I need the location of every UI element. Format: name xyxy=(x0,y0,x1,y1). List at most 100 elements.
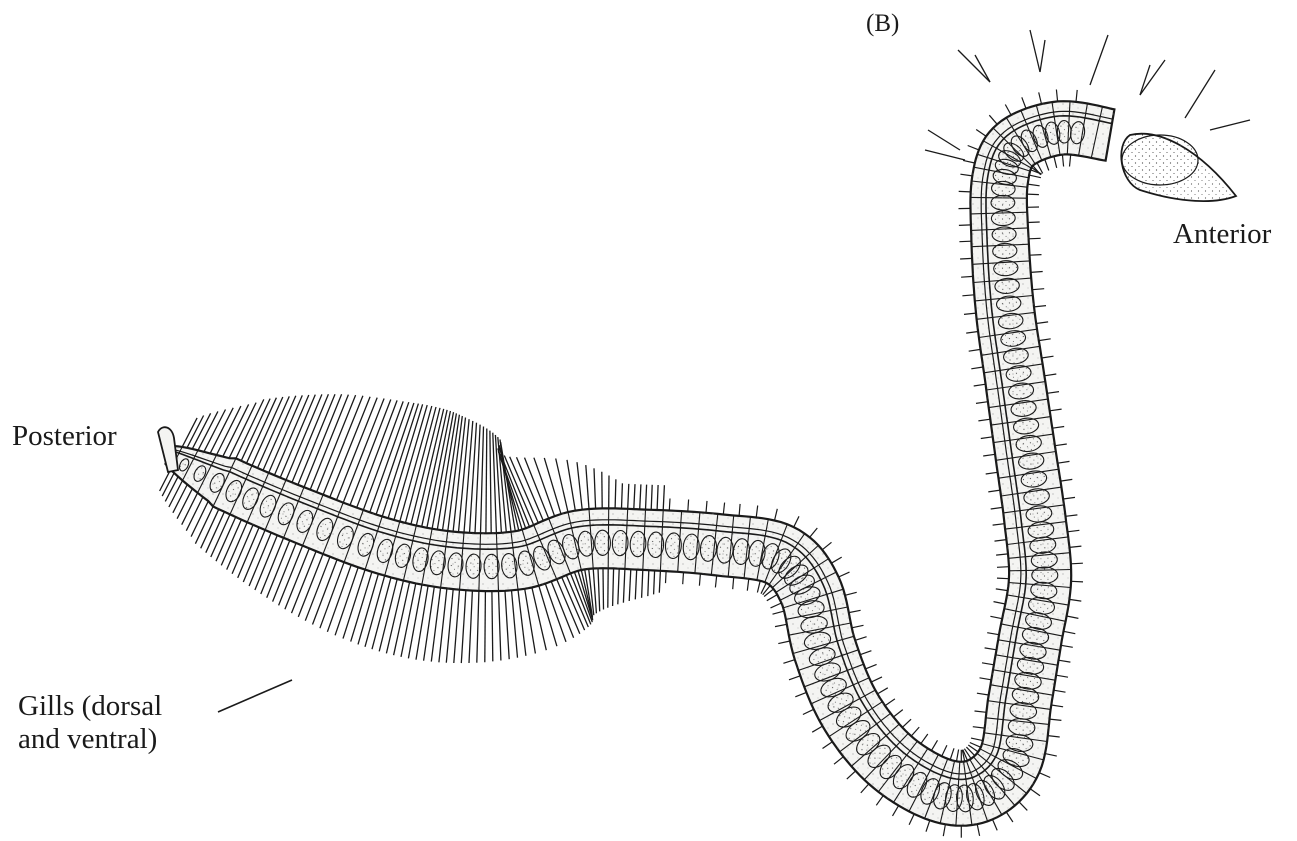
seta xyxy=(1032,289,1044,290)
seta xyxy=(823,742,833,749)
seta xyxy=(960,174,972,176)
ventral-gill-filament xyxy=(628,484,629,509)
body-stipple-texture xyxy=(166,101,1115,826)
seta xyxy=(1063,497,1075,499)
dorsal-gill-filament xyxy=(648,570,649,596)
ventral-gill-filament xyxy=(577,462,582,510)
seta xyxy=(987,633,999,635)
seta xyxy=(1030,789,1040,796)
seta xyxy=(974,384,986,386)
seta xyxy=(1042,356,1054,358)
ventral-gill-filament xyxy=(646,485,647,510)
seta xyxy=(1031,272,1043,273)
ventral-gill-filament xyxy=(586,465,589,509)
seta xyxy=(991,507,1003,509)
seta xyxy=(964,313,976,314)
seta xyxy=(789,676,800,680)
seta xyxy=(699,574,700,586)
seta xyxy=(773,611,785,614)
dorsal-gill-filament xyxy=(603,568,604,609)
dorsal-gill-filament xyxy=(492,591,493,661)
seta xyxy=(1044,374,1056,376)
seta xyxy=(1062,155,1063,167)
seta xyxy=(810,528,818,537)
seta xyxy=(1061,479,1073,481)
seta xyxy=(1061,645,1073,647)
chamber xyxy=(1032,567,1058,583)
ventral-gill-filament xyxy=(217,406,241,455)
dorsal-gill-filament xyxy=(394,582,410,655)
seta xyxy=(733,577,734,589)
ventral-gill-filament xyxy=(490,431,491,534)
seta xyxy=(993,524,1005,525)
dorsal-gill-filament xyxy=(562,577,585,630)
seta xyxy=(1052,427,1064,429)
seta xyxy=(1029,238,1041,239)
dorsal-gill-filament xyxy=(186,497,203,531)
seta xyxy=(1070,546,1082,547)
seta xyxy=(812,726,822,732)
dorsal-gill-filament xyxy=(654,571,655,595)
seta xyxy=(976,130,986,137)
ventral-gill-filament xyxy=(323,396,363,495)
seta xyxy=(993,819,998,830)
ventral-gill-filament xyxy=(640,484,641,509)
seta xyxy=(861,784,869,793)
ventral-gill-filament xyxy=(443,415,460,531)
seta xyxy=(1051,705,1063,707)
dorsal-gill-filament xyxy=(182,493,198,525)
seta xyxy=(795,692,806,696)
seta xyxy=(961,276,973,277)
dorsal-gill-filament xyxy=(439,588,447,662)
seta xyxy=(990,616,1002,618)
seta xyxy=(985,648,997,650)
dorsal-gill-filament xyxy=(477,591,479,663)
coelomic-chambers xyxy=(178,120,1086,812)
seta xyxy=(996,589,1008,591)
seta xyxy=(878,688,888,694)
seta xyxy=(977,824,979,836)
dorsal-gill-filament xyxy=(461,590,466,663)
ventral-gill-filament xyxy=(210,408,233,454)
chamber xyxy=(647,532,664,558)
ventral-gill-filament xyxy=(263,396,296,471)
seta xyxy=(794,516,799,527)
seta xyxy=(1039,339,1051,341)
chamber xyxy=(595,530,611,555)
dorsal-gill-filament xyxy=(659,571,660,593)
seta xyxy=(803,709,814,714)
seta xyxy=(1058,461,1070,463)
seta xyxy=(1054,690,1066,692)
gills-label-line1: Gills (dorsal xyxy=(18,690,162,723)
dorsal-gill-filament xyxy=(598,568,600,611)
seta xyxy=(757,581,760,593)
seta xyxy=(962,295,974,296)
seta xyxy=(849,610,861,612)
dorsal-gill-filament xyxy=(512,590,518,657)
dorsal-gill-filament xyxy=(469,591,472,663)
seta xyxy=(981,437,993,439)
dorsal-gill-filament xyxy=(401,583,416,657)
seta xyxy=(982,663,994,665)
dorsal-gill-filament xyxy=(539,586,557,647)
dorsal-gill-filament xyxy=(629,569,631,601)
dorsal-gill-filament xyxy=(169,481,183,508)
seta xyxy=(1059,660,1071,662)
ventral-gill-filament xyxy=(634,484,635,509)
seta xyxy=(1022,97,1026,108)
seta xyxy=(950,748,954,759)
ventral-gill-filament xyxy=(663,485,664,510)
body-segments xyxy=(171,101,1103,825)
dorsal-gill-filament xyxy=(173,485,187,513)
seta xyxy=(911,727,919,736)
seta xyxy=(885,699,895,706)
seta xyxy=(1069,599,1081,601)
seta xyxy=(1055,444,1067,446)
seta xyxy=(1054,156,1057,168)
dorsal-gill-filament xyxy=(578,571,593,621)
dorsal-gill-filament xyxy=(642,570,643,598)
seta xyxy=(1036,322,1048,324)
seta xyxy=(855,637,866,641)
dorsal-gill-filament xyxy=(177,489,192,519)
seta xyxy=(926,820,930,831)
